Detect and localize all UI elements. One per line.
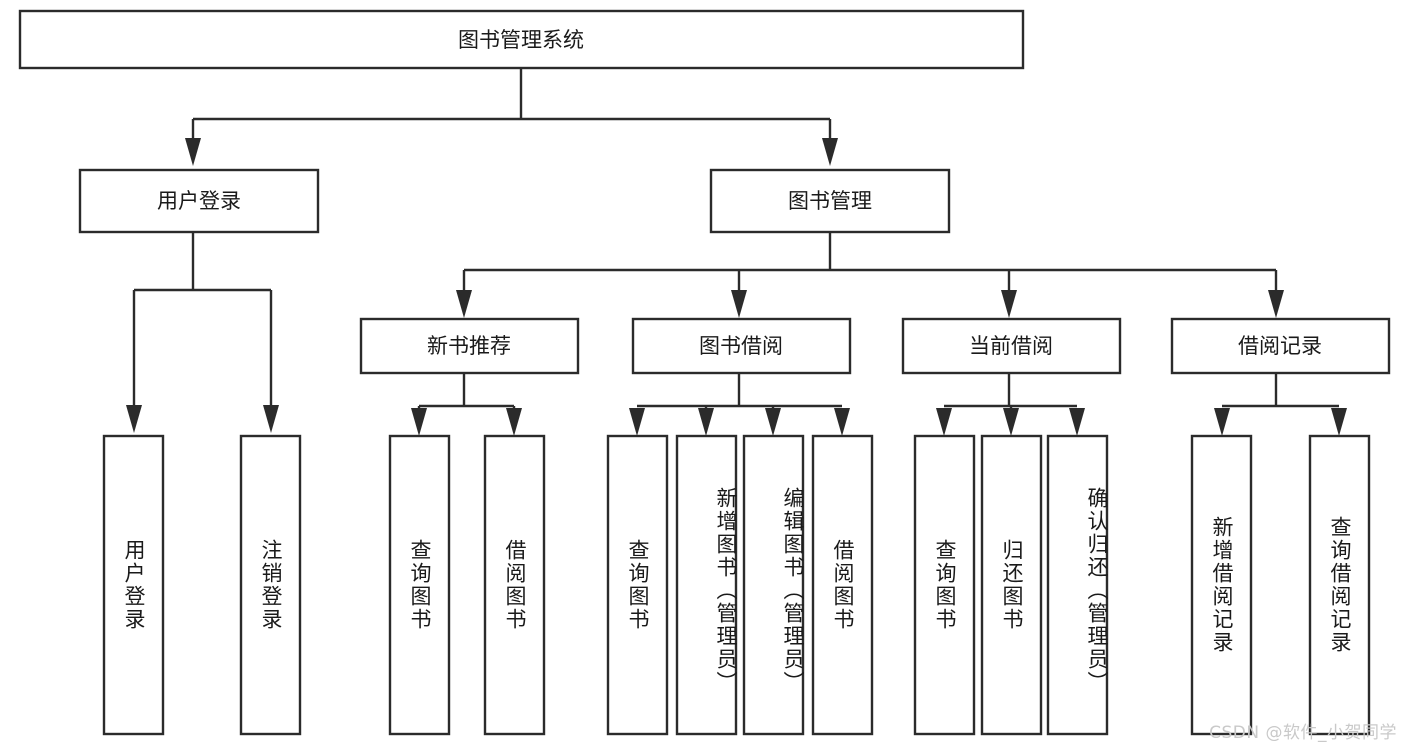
node-box-leaf-query-book-b[interactable] bbox=[606, 434, 669, 736]
node-box-leaf-borrow-book-b[interactable] bbox=[811, 434, 874, 736]
arrow-head-borrow-record bbox=[1268, 290, 1284, 318]
node-box-book-borrow[interactable] bbox=[631, 317, 852, 375]
node-box-leaf-user-login[interactable] bbox=[102, 434, 165, 736]
node-box-leaf-edit-book[interactable] bbox=[742, 434, 805, 736]
node-box-new-book-recommend[interactable] bbox=[359, 317, 580, 375]
edge-group-new-book-recommend-to-leaves bbox=[411, 373, 522, 436]
arrow-head-book-borrow bbox=[731, 290, 747, 318]
node-box-root[interactable] bbox=[18, 9, 1025, 70]
arrow-head-leaf-borrow-book-a bbox=[506, 408, 522, 436]
node-box-leaf-logout[interactable] bbox=[239, 434, 302, 736]
node-box-book-manage[interactable] bbox=[709, 168, 951, 234]
node-label-book-manage: 图书管理 bbox=[788, 189, 872, 213]
node-box-leaf-add-record[interactable] bbox=[1190, 434, 1253, 736]
arrow-head-leaf-borrow-book-b bbox=[834, 408, 850, 436]
node-box-leaf-borrow-book-a[interactable] bbox=[483, 434, 546, 736]
node-box-leaf-confirm-return[interactable] bbox=[1046, 434, 1109, 736]
node-label-book-borrow: 图书借阅 bbox=[699, 334, 783, 358]
node-box-leaf-return-book[interactable] bbox=[980, 434, 1043, 736]
arrow-head-current-borrow bbox=[1001, 290, 1017, 318]
edge-group-book-borrow-to-leaves bbox=[629, 373, 850, 436]
node-label-new-book-recommend: 新书推荐 bbox=[427, 334, 511, 358]
arrow-head-leaf-query-book-b bbox=[629, 408, 645, 436]
arrow-head-leaf-confirm-return bbox=[1069, 408, 1085, 436]
arrow-head-leaf-query-book-c bbox=[936, 408, 952, 436]
arrow-head-leaf-logout bbox=[263, 405, 279, 433]
arrow-head-book-manage bbox=[822, 138, 838, 166]
node-label-borrow-record: 借阅记录 bbox=[1238, 334, 1322, 358]
csdn-watermark: CSDN @软件_小贺同学 bbox=[1209, 723, 1397, 743]
node-label-user-login: 用户登录 bbox=[157, 189, 241, 213]
node-label-current-borrow: 当前借阅 bbox=[969, 334, 1053, 358]
node-box-leaf-query-book-a[interactable] bbox=[388, 434, 451, 736]
edge-group-root-to-level1 bbox=[185, 68, 838, 166]
arrow-head-user-login bbox=[185, 138, 201, 166]
node-box-borrow-record[interactable] bbox=[1170, 317, 1391, 375]
node-box-user-login[interactable] bbox=[78, 168, 320, 234]
node-label-root: 图书管理系统 bbox=[458, 28, 584, 52]
edge-group-current-borrow-to-leaves bbox=[936, 373, 1085, 436]
node-box-leaf-add-book[interactable] bbox=[675, 434, 738, 736]
arrow-head-leaf-add-book bbox=[698, 408, 714, 436]
arrow-head-leaf-query-record bbox=[1331, 408, 1347, 436]
edge-group-user-login-to-leaves bbox=[126, 232, 279, 433]
arrow-head-leaf-user-login bbox=[126, 405, 142, 433]
arrow-head-new-book-recommend bbox=[456, 290, 472, 318]
edge-group-book-manage-to-level2 bbox=[456, 232, 1284, 318]
arrow-head-leaf-add-record bbox=[1214, 408, 1230, 436]
arrow-head-leaf-return-book bbox=[1003, 408, 1019, 436]
edge-group-borrow-record-to-leaves bbox=[1214, 373, 1347, 436]
arrow-head-leaf-query-book-a bbox=[411, 408, 427, 436]
arrow-head-leaf-edit-book bbox=[765, 408, 781, 436]
node-box-leaf-query-book-c[interactable] bbox=[913, 434, 976, 736]
node-box-leaf-query-record[interactable] bbox=[1308, 434, 1371, 736]
node-box-current-borrow[interactable] bbox=[901, 317, 1122, 375]
